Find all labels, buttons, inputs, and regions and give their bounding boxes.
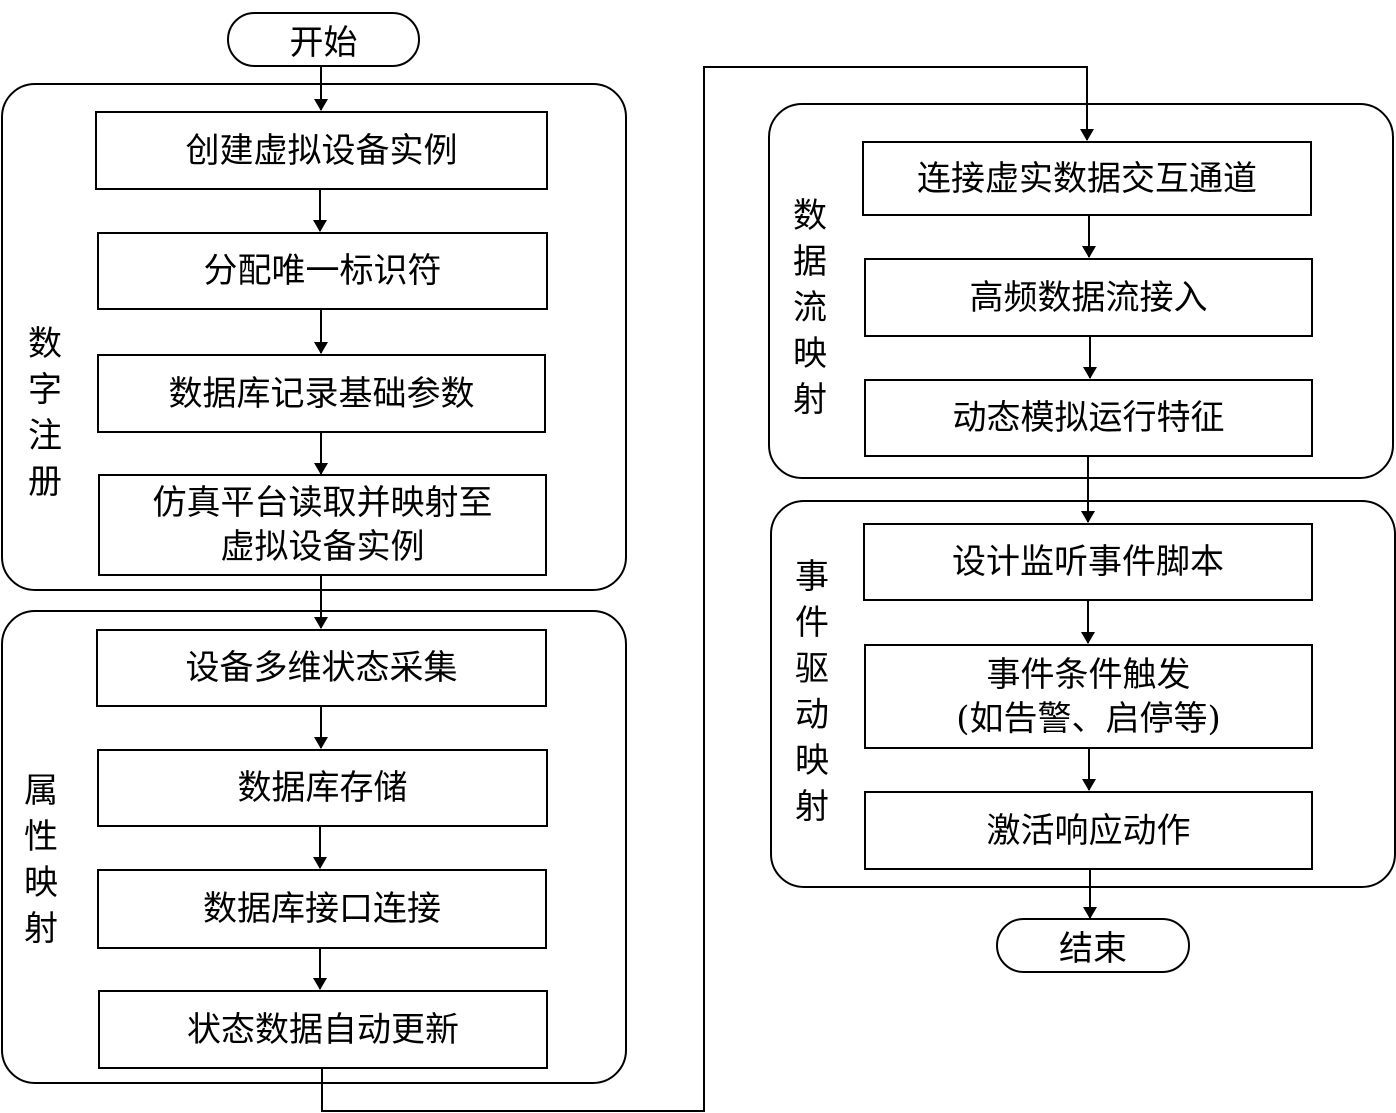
start-terminal: 开始 [227,12,420,67]
step-assign-unique-id: 分配唯一标识符 [97,232,548,310]
step-dynamic-simulation: 动态模拟运行特征 [864,379,1313,457]
group-label-data-flow-mapping: 数 据 流 映 射 [793,196,827,420]
step-collect-multidim-state: 设备多维状态采集 [96,629,547,707]
group-label-event-driven-mapping: 事 件 驱 动 映 射 [795,557,829,827]
step-event-condition-trigger: 事件条件触发 (如告警、启停等) [864,644,1313,749]
end-label: 结束 [1059,929,1127,969]
step-design-event-script: 设计监听事件脚本 [863,523,1313,601]
step-record-base-params: 数据库记录基础参数 [97,354,546,433]
step-database-storage: 数据库存储 [97,749,548,827]
step-state-auto-update: 状态数据自动更新 [98,990,548,1069]
step-platform-read-map: 仿真平台读取并映射至 虚拟设备实例 [98,474,547,576]
group-label-attribute-mapping: 属 性 映 射 [24,771,58,949]
step-connect-data-channel: 连接虚实数据交互通道 [862,141,1312,216]
start-label: 开始 [289,23,358,63]
step-database-interface: 数据库接口连接 [97,869,547,949]
end-terminal: 结束 [996,918,1190,973]
step-create-virtual-device: 创建虚拟设备实例 [95,111,548,190]
step-high-freq-stream: 高频数据流接入 [864,258,1313,337]
group-label-digital-registration: 数 字 注 册 [28,324,62,502]
step-activate-response: 激活响应动作 [864,791,1313,870]
